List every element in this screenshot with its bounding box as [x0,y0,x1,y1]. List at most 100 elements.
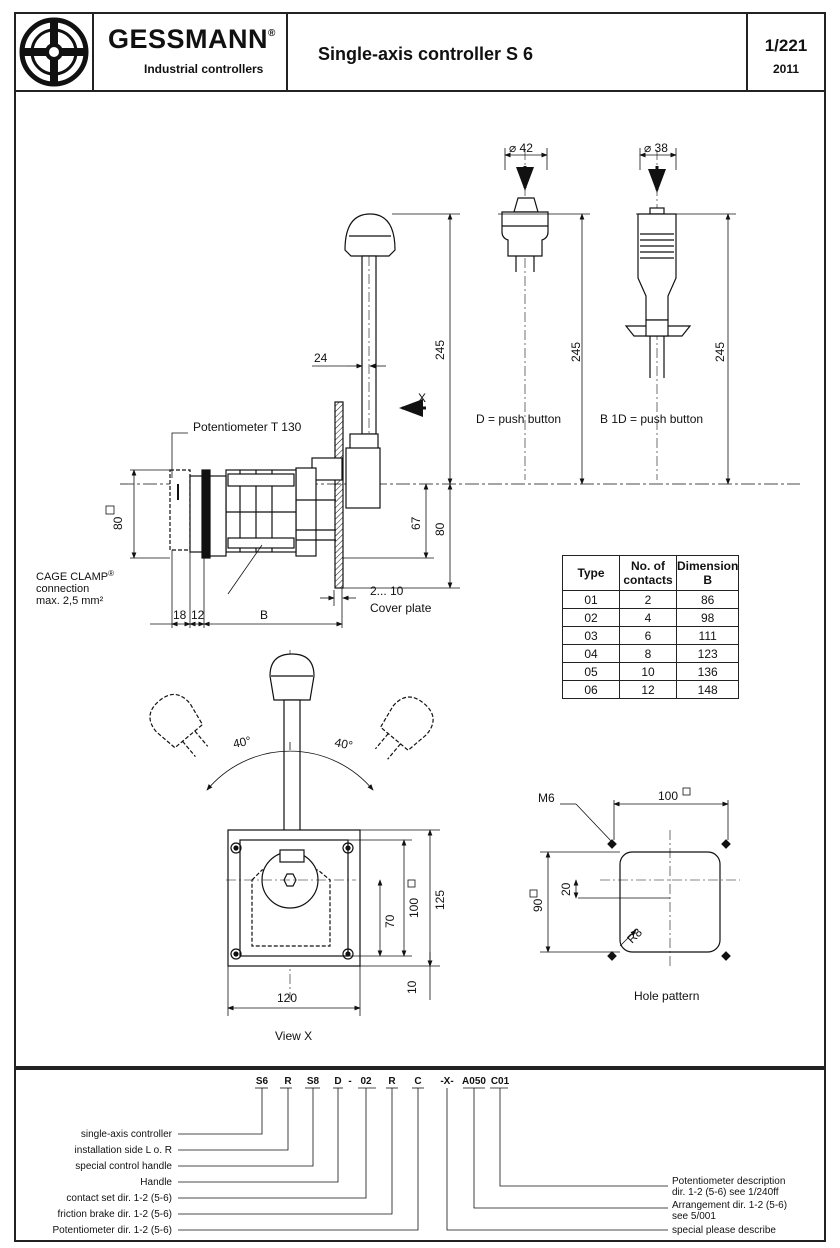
code-label-arrangement: Arrangement dir. 1-2 (5-6) [672,1200,787,1211]
order-code-token: R [388,1076,396,1087]
handle-variant-b1d [624,148,736,485]
col-dimension-b: Dimension B [675,555,740,591]
code-label-potentiometer: Potentiometer dir. 1-2 (5-6) [53,1225,173,1236]
cage-clamp-label: CAGE CLAMP® [36,569,114,583]
code-label-pot-description-ref: dir. 1-2 (5-6) see 1/240ff [672,1187,779,1198]
table-cell: 136 [675,662,740,681]
dim-10: 10 [405,980,419,994]
side-view-labels: Potentiometer T 130 CAGE CLAMP® connecti… [36,340,447,622]
code-label-special-handle: special control handle [75,1161,172,1172]
code-label-installation-side: installation side L o. R [75,1145,172,1156]
table-cell: 06 [562,680,620,699]
code-label-special: special please describe [672,1225,776,1236]
brand-name: GESSMANN® [108,24,276,54]
potentiometer-label: Potentiometer T 130 [193,420,302,434]
order-code-leaders [178,1087,668,1231]
hole-pattern-caption: Hole pattern [634,989,699,1003]
title-block: GESSMANN® Industrial controllers Single-… [14,12,826,92]
document-title: Single-axis controller S 6 [318,44,534,64]
front-view-labels: 40° 40° 70 100 125 10 120 View X [232,733,447,1043]
cover-plate-label: Cover plate [370,601,432,615]
code-label-friction-brake: friction brake dir. 1-2 (5-6) [58,1209,173,1220]
code-label-contact-set: contact set dir. 1-2 (5-6) [66,1193,172,1204]
dim-100: 100 [407,898,421,918]
order-code-token: C [414,1076,421,1087]
dim-d42: ⌀ 42 [509,141,533,155]
drawing-frame [14,92,826,1068]
dim-100-hole: 100 [658,789,678,803]
handle-variant-labels: ⌀ 42 ⌀ 38 245 245 D = push button B 1D =… [476,141,727,426]
brand-cell: GESSMANN® Industrial controllers [94,14,288,90]
dim-b: B [260,608,268,622]
table-cell: 12 [619,680,677,699]
dim-80-left: 80 [111,516,125,530]
order-code-left-labels: single-axis controller installation side… [53,1129,173,1236]
title-cell: Single-axis controller S 6 [288,14,748,90]
order-code-token: S8 [307,1076,320,1087]
table-cell: 2 [619,590,677,609]
dim-70: 70 [383,914,397,928]
dim-d38: ⌀ 38 [644,141,668,155]
table-cell: 10 [619,662,677,681]
order-code-token: S6 [256,1076,269,1087]
dim-20: 20 [559,882,573,896]
push-button-d-label: D = push button [476,412,561,426]
code-label-handle: Handle [140,1177,172,1188]
angle-right: 40° [333,735,354,753]
side-view [120,213,800,595]
dim-125: 125 [433,890,447,910]
table-cell: 123 [675,644,740,663]
dim-67: 67 [409,516,423,530]
table-cell: 86 [675,590,740,609]
brand-subtitle: Industrial controllers [144,62,264,76]
side-view-dimensions [130,213,460,628]
cover-range-label: 2... 10 [370,584,404,598]
front-view-x [149,650,434,1000]
page-number: 1/221 [764,36,808,55]
order-code-right-labels: Potentiometer description dir. 1-2 (5-6)… [672,1176,787,1236]
dim-18: 18 [173,608,187,622]
push-button-b1d-label: B 1D = push button [600,412,703,426]
dim-12: 12 [191,608,205,622]
table-cell: 4 [619,608,677,627]
max-section-label: max. 2,5 mm² [36,595,104,607]
order-code-token: - [348,1076,351,1087]
logo-cell [16,14,94,90]
order-code-frame [14,1068,826,1242]
front-view-dimensions [227,829,440,1016]
code-label-pot-description: Potentiometer description [672,1176,785,1187]
table-cell: 6 [619,626,677,645]
gessmann-logo-icon [19,17,89,87]
table-cell: 04 [562,644,620,663]
table-cell: 98 [675,608,740,627]
dim-245-b1d: 245 [713,342,727,362]
dim-245-d: 245 [569,342,583,362]
connection-label: connection [36,583,89,595]
order-code-token: A050 [462,1076,486,1087]
table-cell: 03 [562,626,620,645]
dim-90: 90 [531,898,545,912]
table-cell: 8 [619,644,677,663]
dim-245-side: 245 [433,340,447,360]
table-cell: 02 [562,608,620,627]
col-contacts: No. of contacts [619,555,677,591]
order-code-token: C01 [491,1076,510,1087]
handle-variant-d [498,148,590,485]
hole-pattern [540,800,740,968]
m6-label: M6 [538,791,555,805]
angle-left: 40° [232,733,253,751]
table-cell: 111 [675,626,740,645]
table-cell: 01 [562,590,620,609]
code-label-single-axis: single-axis controller [81,1129,173,1140]
view-x-caption: View X [275,1029,312,1043]
page-cell: 1/221 2011 [748,14,824,90]
dim-120: 120 [277,991,297,1005]
